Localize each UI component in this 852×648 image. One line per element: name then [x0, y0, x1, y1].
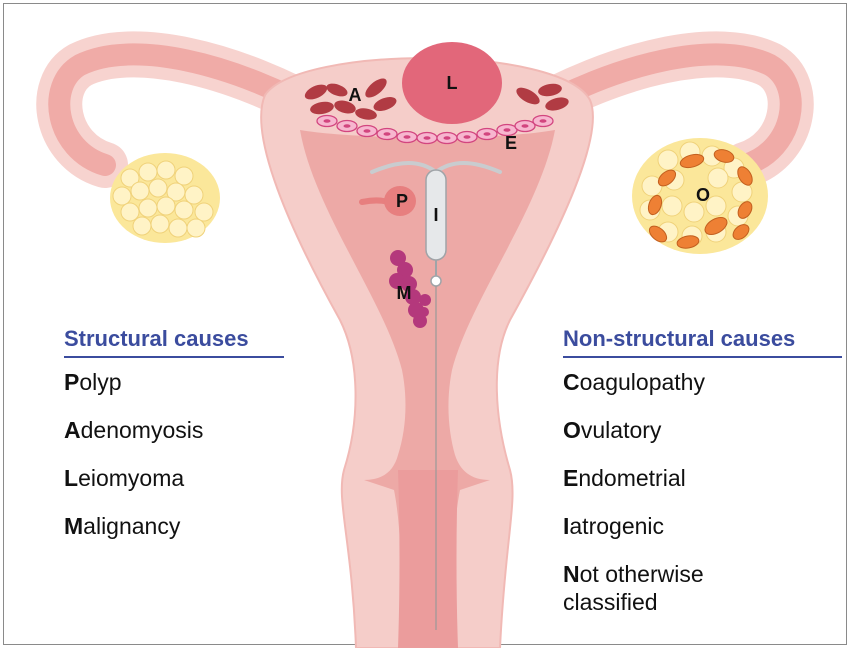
cause-rest: oagulopathy [580, 369, 705, 395]
cause-rest: vulatory [581, 417, 662, 443]
cause-rest: eiomyoma [78, 465, 184, 491]
cause-rest: denomyosis [81, 417, 204, 443]
svg-text:I: I [433, 205, 438, 225]
nonstructural-heading: Non-structural causes [563, 326, 842, 352]
svg-text:L: L [447, 73, 458, 93]
structural-cause-p: Polyp [64, 368, 284, 396]
structural-divider [64, 356, 284, 358]
structural-heading: Structural causes [64, 326, 284, 352]
cause-initial: A [64, 417, 81, 443]
nonstructural-cause-o: Ovulatory [563, 416, 842, 444]
cause-initial: L [64, 465, 78, 491]
structural-cause-m: Malignancy [64, 512, 284, 540]
cause-rest: ndometrial [578, 465, 685, 491]
svg-text:M: M [397, 283, 412, 303]
cause-initial: O [563, 417, 581, 443]
nonstructural-divider [563, 356, 842, 358]
structural-cause-a: Adenomyosis [64, 416, 284, 444]
cause-initial: E [563, 465, 578, 491]
leiomyoma-marker: L [402, 42, 502, 124]
cause-rest: atrogenic [569, 513, 664, 539]
cause-rest-line2: classified [563, 588, 842, 616]
cause-rest: alignancy [83, 513, 180, 539]
nonstructural-cause-c: Coagulopathy [563, 368, 842, 396]
svg-text:E: E [505, 133, 517, 153]
left-ovary [110, 153, 220, 243]
nonstructural-cause-i: Iatrogenic [563, 512, 842, 540]
cause-initial: P [64, 369, 79, 395]
cause-rest: olyp [79, 369, 121, 395]
svg-text:O: O [696, 185, 710, 205]
nonstructural-cause-e: Endometrial [563, 464, 842, 492]
cause-initial: N [563, 561, 580, 587]
cause-rest: ot otherwise [580, 561, 704, 587]
right-ovary: O [632, 138, 768, 254]
structural-cause-l: Leiomyoma [64, 464, 284, 492]
svg-text:P: P [396, 191, 408, 211]
svg-text:A: A [349, 85, 362, 105]
cause-initial: M [64, 513, 83, 539]
cause-initial: C [563, 369, 580, 395]
